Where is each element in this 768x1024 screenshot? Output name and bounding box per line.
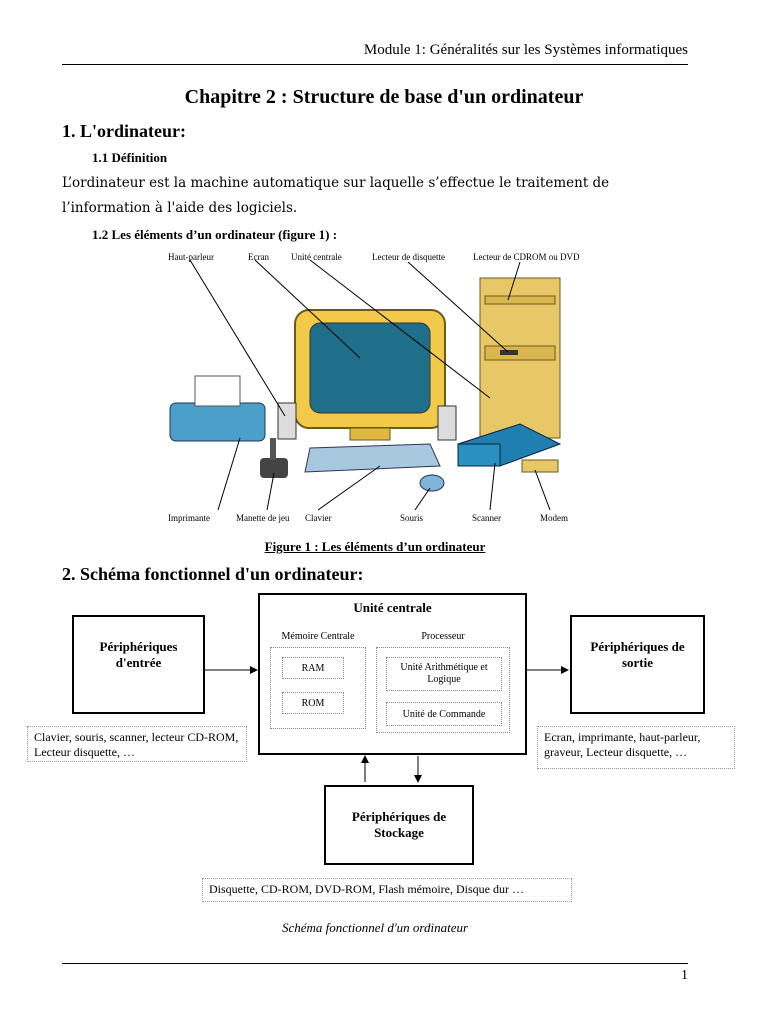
printer [169,402,266,442]
section2-heading: 2. Schéma fonctionnel d'un ordinateur: [62,564,364,584]
speaker-right [437,405,457,441]
footer-rule [62,963,688,964]
subsection-definition-heading: 1.1 Définition [92,150,168,165]
computer-illustration [169,259,562,511]
stockage-examples-note: Disquette, CD-ROM, DVD-ROM, Flash mémoir… [202,878,572,902]
uc-box: Unité de Commande [386,702,502,726]
peripheriques-entree-box: Périphériques d'entrée [72,615,205,714]
unite-centrale-title: Unité centrale [353,600,432,615]
screen [309,322,431,414]
section1-heading: 1. L'ordinateur: [62,121,186,141]
memoire-centrale-area [270,647,366,729]
label-manette: Manette de jeu [236,513,290,523]
label-ecran: Ecran [248,252,269,262]
running-header: Module 1: Généralités sur les Systèmes i… [363,42,688,58]
ram-box: RAM [282,657,344,679]
page-number: 1 [681,968,688,983]
label-haut-parleur: Haut-parleur [168,252,214,262]
chapter-title: Chapitre 2 : Structure de base d'un ordi… [184,86,584,108]
entree-examples-note: Clavier, souris, scanner, lecteur CD-ROM… [27,726,247,762]
label-imprimante: Imprimante [168,513,210,523]
subsection-elements-heading: 1.2 Les éléments d’un ordinateur (figure… [92,227,338,242]
peripheriques-sortie-box: Périphériques de sortie [570,615,705,714]
computer-elements-figure: Haut-parleur Ecran Unité centrale Lecteu… [160,248,590,528]
definition-text: L’ordinateur est la machine automatique … [62,175,610,216]
figure1-caption: Figure 1 : Les éléments d’un ordinateur [264,539,486,554]
header-rule [62,64,688,65]
processeur-label: Processeur [421,631,465,642]
label-souris: Souris [400,513,424,523]
processeur-area [376,647,510,733]
label-lecteur-disquette: Lecteur de disquette [372,252,445,262]
memoire-centrale-label: Mémoire Centrale [281,631,355,642]
label-unite-centrale: Unité centrale [291,252,342,262]
joystick [260,458,288,478]
sortie-examples-note: Ecran, imprimante, haut-parleur, graveur… [537,726,735,769]
schema-caption: Schéma fonctionnel d'un ordinateur [281,920,469,935]
keyboard [304,443,441,473]
label-clavier: Clavier [305,513,332,523]
modem [521,459,559,473]
rom-box: ROM [282,692,344,714]
label-scanner: Scanner [472,513,501,523]
ual-box: Unité Arithmétique et Logique [386,657,502,691]
mouse [419,474,445,492]
label-lecteur-cdrom: Lecteur de CDROM ou DVD [473,252,580,262]
label-modem: Modem [540,513,568,523]
peripheriques-stockage-box: Périphériques de Stockage [324,785,474,865]
